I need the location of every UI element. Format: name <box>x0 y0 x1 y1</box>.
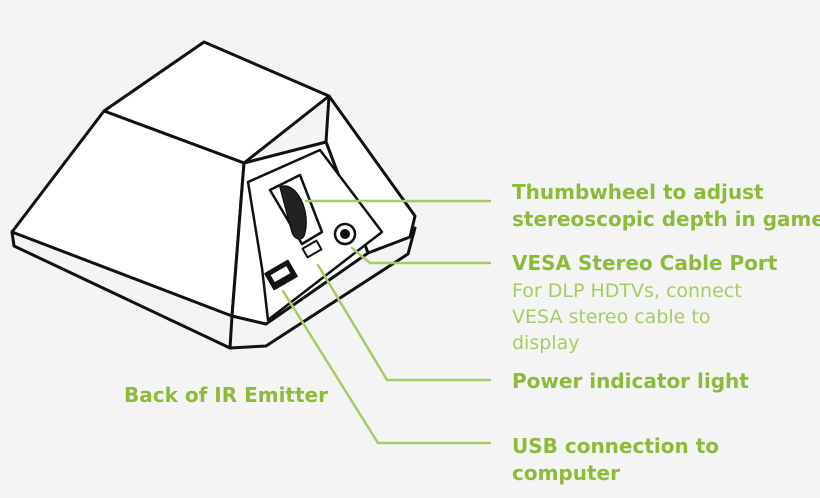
device-right-face <box>324 94 417 255</box>
vesa-description-line-2: VESA stereo cable to <box>512 306 711 328</box>
thumbwheel-label-line-1: Thumbwheel to adjust <box>512 180 764 204</box>
usb-port <box>264 259 298 291</box>
leader-lines <box>281 199 492 445</box>
leader-power <box>316 263 492 382</box>
power-light-label: Power indicator light <box>512 369 749 393</box>
leader-vesa <box>350 246 492 265</box>
thumbwheel <box>268 173 324 246</box>
device-back-label: Back of IR Emitter <box>124 383 328 407</box>
usb-label-line-1: USB connection to <box>512 434 720 458</box>
usb-label: USB connection to computer <box>512 433 719 487</box>
power-indicator <box>301 239 323 259</box>
vesa-port-description: For DLP HDTVs, connect VESA stereo cable… <box>512 278 742 356</box>
device-base-edge <box>228 314 234 350</box>
usb-label-line-2: computer <box>512 461 620 485</box>
thumbwheel-wheel <box>279 185 307 240</box>
ir-emitter-device <box>10 40 417 350</box>
vesa-description-line-1: For DLP HDTVs, connect <box>512 280 742 302</box>
leader-usb <box>281 289 492 445</box>
device-base <box>10 226 417 350</box>
thumbwheel-label: Thumbwheel to adjust stereoscopic depth … <box>512 179 820 233</box>
vesa-description-line-3: display <box>512 332 580 354</box>
thumbwheel-label-line-2: stereoscopic depth in game <box>512 207 820 231</box>
vesa-port-label: VESA Stereo Cable Port <box>512 251 778 275</box>
vesa-port-inner <box>340 229 350 239</box>
